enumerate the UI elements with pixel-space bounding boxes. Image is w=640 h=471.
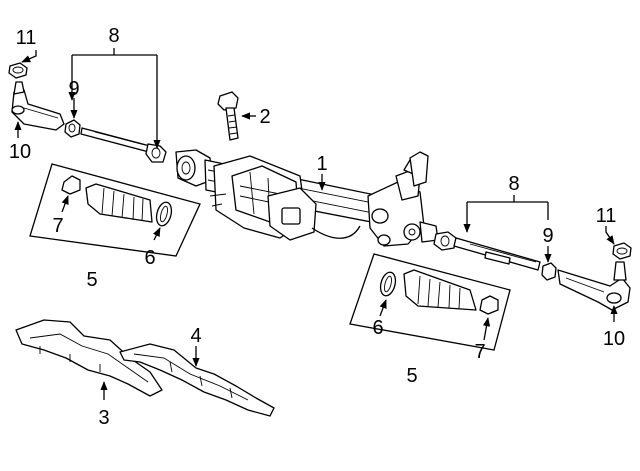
callout-10-left: 10	[9, 141, 31, 163]
callout-2: 2	[259, 106, 270, 128]
steering-gear-assembly	[175, 149, 439, 247]
outer-tie-rod-end-right	[557, 261, 631, 311]
callout-5-left: 5	[86, 269, 97, 291]
heat-shield	[15, 319, 163, 397]
callout-3: 3	[98, 407, 109, 429]
callout-10-right: 10	[603, 328, 625, 350]
inner-tie-rod-right	[433, 231, 541, 271]
jam-nut-right	[541, 262, 557, 281]
outer-tie-rod-end-left	[11, 81, 65, 131]
callout-9-left: 9	[68, 78, 79, 100]
tie-rod-nut-left	[8, 62, 28, 79]
inner-tie-rod-left	[80, 127, 167, 163]
callout-6-right: 6	[372, 317, 383, 339]
callout-5-right: 5	[406, 365, 417, 387]
callout-1: 1	[316, 153, 327, 175]
callout-4: 4	[190, 325, 201, 347]
boot-kit-right	[349, 253, 511, 351]
callout-11-left: 11	[16, 27, 37, 49]
callout-6-left: 6	[144, 247, 155, 269]
callout-11-right: 11	[596, 205, 617, 227]
mounting-bolt	[217, 91, 239, 141]
callout-9-right: 9	[542, 225, 553, 247]
callout-7-left: 7	[52, 215, 63, 237]
tie-rod-nut-right	[612, 242, 632, 260]
callout-8-left: 8	[108, 25, 119, 47]
jam-nut-left	[64, 119, 81, 138]
heat-shield-upper	[119, 343, 275, 417]
callout-7-right: 7	[474, 341, 485, 363]
callout-8-right: 8	[508, 173, 519, 195]
boot-kit-left	[29, 163, 201, 257]
